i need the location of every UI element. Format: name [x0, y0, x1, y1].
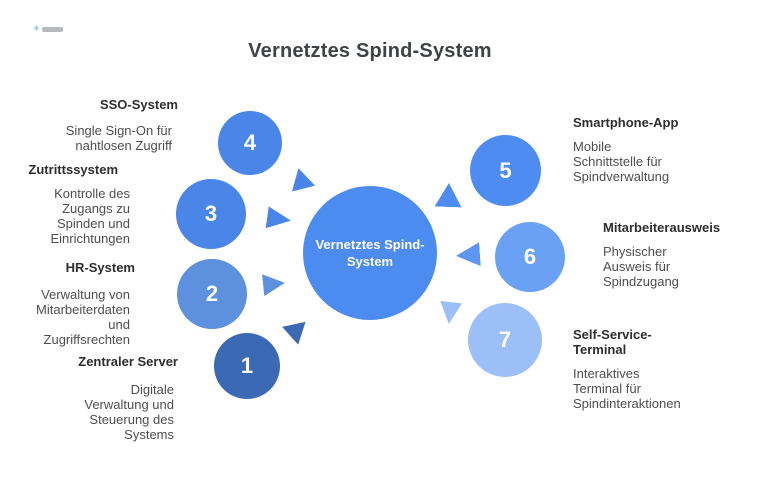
node-4-title: SSO-System [99, 97, 178, 112]
node-4-desc: Single Sign-On für nahtlosen Zugriff [65, 123, 172, 153]
node-2-number: 2 [205, 281, 219, 306]
node-5-title: Smartphone-App [573, 115, 679, 130]
node-2-title: HR-System [65, 260, 135, 275]
node-1-circle: 1 [214, 333, 280, 399]
node-7-number: 7 [498, 327, 512, 352]
node-1-number: 1 [240, 353, 254, 378]
node-7-title: Self-Service- Terminal [573, 327, 652, 357]
node-2-arrow-icon [262, 272, 286, 296]
node-4-number: 4 [243, 130, 257, 155]
node-3-circle: 3 [176, 179, 246, 249]
node-1-arrow-icon [282, 322, 310, 348]
node-5-circle: 5 [470, 135, 541, 206]
brand-watermark: ✳ [33, 25, 63, 33]
node-4-arrow-icon [287, 165, 315, 191]
node-5-desc: Mobile Schnittstelle für Spindverwaltung [573, 139, 670, 184]
page-title: Vernetztes Spind-System [248, 40, 492, 62]
node-7-circle: 7 [468, 303, 542, 377]
asterisk-icon: ✳ [33, 24, 40, 33]
node-2-desc: Verwaltung von Mitarbeiterdaten und Zugr… [36, 287, 130, 347]
node-4-circle: 4 [218, 111, 282, 175]
node-6-circle: 6 [495, 222, 565, 292]
node-6-desc: Physischer Ausweis für Spindzugang [603, 244, 679, 289]
node-6-arrow-icon [455, 242, 481, 268]
central-node: Vernetztes Spind- System [303, 186, 437, 320]
node-2-circle: 2 [177, 259, 247, 329]
node-3-number: 3 [204, 201, 218, 226]
node-1-title: Zentraler Server [78, 354, 178, 369]
node-1-desc: Digitale Verwaltung und Steuerung des Sy… [84, 382, 174, 442]
node-3-arrow-icon [266, 206, 293, 231]
node-6-number: 6 [523, 244, 537, 269]
node-3-desc: Kontrolle des Zugangs zu Spinden und Ein… [50, 186, 131, 246]
node-6-title: Mitarbeiterausweis [603, 220, 721, 235]
node-7-desc: Interaktives Terminal für Spindinterakti… [573, 366, 681, 411]
node-5-number: 5 [499, 157, 512, 183]
brand-text [41, 26, 63, 32]
node-7-arrow-icon [438, 301, 462, 325]
node-3-title: Zutrittssystem [28, 162, 118, 177]
node-5-arrow-icon [435, 183, 463, 208]
central-node-label: Vernetztes Spind- System [315, 237, 425, 269]
